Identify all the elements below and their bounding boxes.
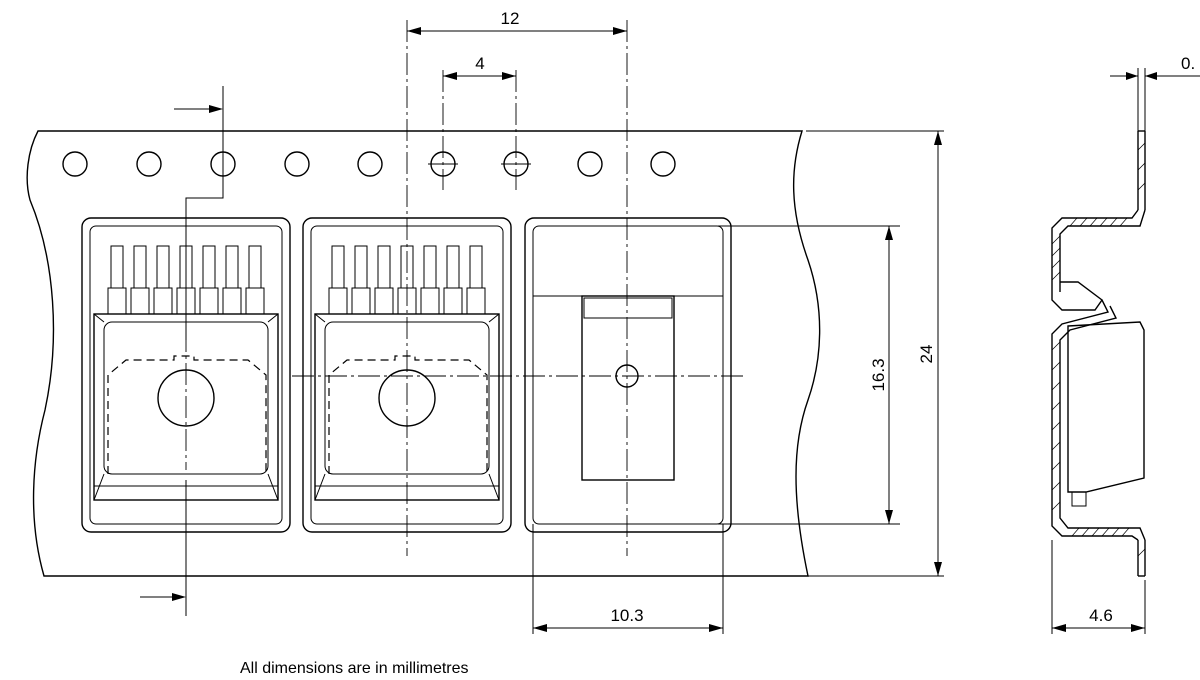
sprocket-hole [136,151,162,177]
sprocket-holes [62,151,676,177]
dimension-24: 24 [806,130,944,577]
dimension-12: 12 [407,9,627,35]
dimension-4: 4 [443,54,516,80]
pocket-1 [81,217,291,533]
dimension-16-3-label: 16.3 [869,358,888,391]
dimension-4-label: 4 [475,54,484,73]
section-markers [140,86,224,616]
pocket-2 [302,217,512,533]
tape-cross-section [1051,130,1146,577]
pocket-3 [524,217,732,533]
sprocket-hole [357,151,383,177]
center-lines [185,20,745,556]
dimension-24-label: 24 [917,345,936,364]
dimension-4-6: 4.6 [1051,540,1146,634]
hatching [1051,142,1146,557]
dimension-10-3: 10.3 [532,524,724,634]
dimension-12-label: 12 [501,9,520,28]
sprocket-hole [577,151,603,177]
carrier-tape [26,130,821,577]
dimension-thickness: 0. [1110,54,1200,131]
dimension-16-3: 16.3 [718,225,900,525]
sprocket-hole [62,151,88,177]
dimension-thickness-label: 0. [1181,54,1195,73]
dimension-10-3-label: 10.3 [610,606,643,625]
dimension-4-6-label: 4.6 [1089,606,1113,625]
sprocket-hole [650,151,676,177]
footnote: All dimensions are in millimetres [240,660,469,677]
sprocket-hole [284,151,310,177]
